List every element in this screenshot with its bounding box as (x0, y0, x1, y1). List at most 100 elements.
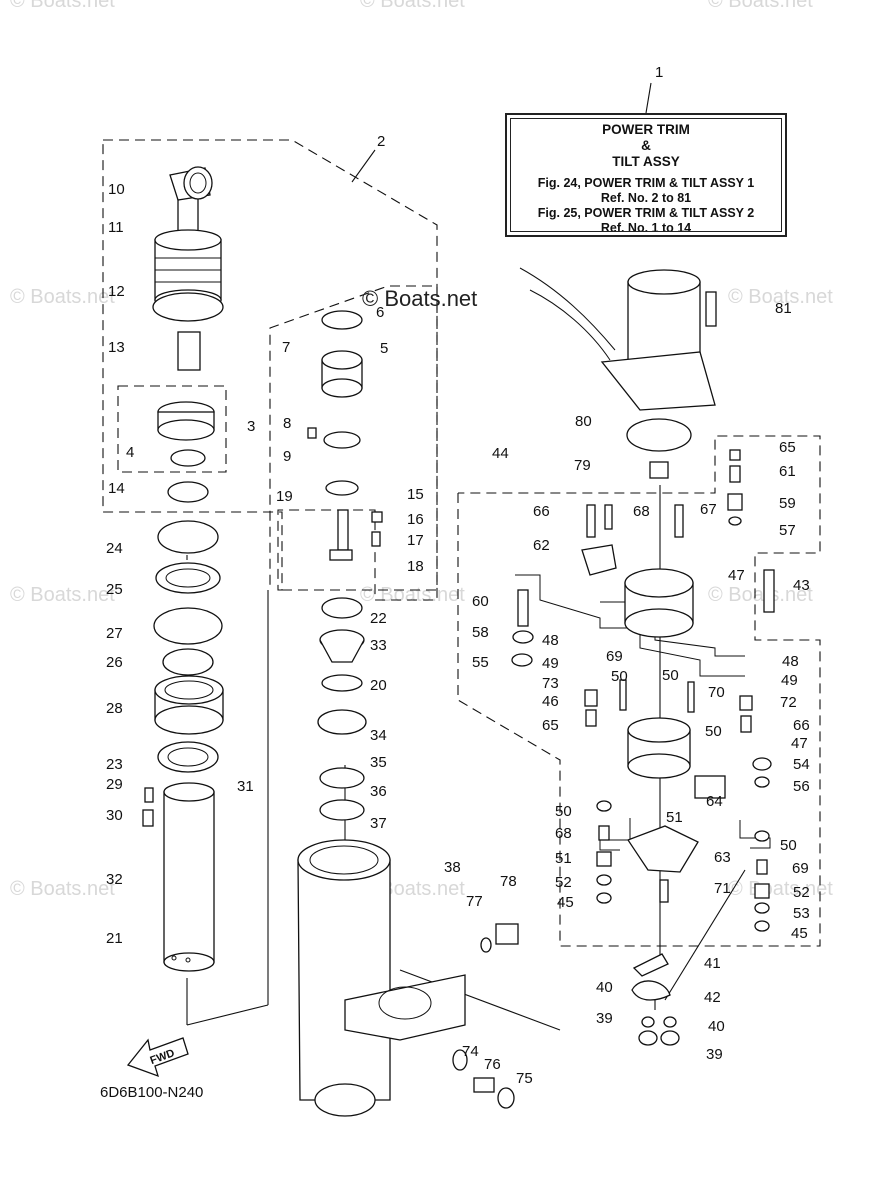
part-73-o-ring (452, 1049, 468, 1071)
part-62-gear-pump (627, 717, 691, 779)
group-2-outline (102, 139, 438, 601)
part-5-valve-body (321, 350, 363, 398)
part-number-label: 19 (276, 488, 293, 505)
part-number-label: 59 (779, 495, 796, 512)
fwd-arrow-icon: FWD (126, 1037, 189, 1078)
part-number-label: 62 (533, 537, 550, 554)
part-number-label: 45 (557, 894, 574, 911)
diagram-code: 6D6B100-N240 (100, 1084, 204, 1101)
watermark: © Boats.net (360, 0, 465, 12)
part-6-o-ring (321, 310, 363, 330)
part-9-plate (323, 431, 361, 449)
part-number-label: 17 (407, 532, 424, 549)
part-number-label: 26 (106, 654, 123, 671)
part-number-label: 44 (492, 445, 509, 462)
part-number-label: 73 (542, 675, 559, 692)
part-22-o-ring (321, 597, 363, 619)
ref-fig2-range: Ref. No. 1 to 14 (600, 221, 692, 235)
group-44-outline (457, 435, 821, 947)
part-57-valve (512, 630, 534, 644)
part-number-label: 45 (791, 925, 808, 942)
part-50-ball (754, 830, 770, 842)
part-number-label: 39 (706, 1046, 723, 1063)
part-number-label: 46 (542, 693, 559, 710)
part-46-valve (584, 689, 598, 707)
part-54-plate (511, 653, 533, 667)
part-78-filter (649, 461, 669, 479)
part-14-o-ring (167, 481, 209, 503)
part-number-label: 47 (728, 567, 745, 584)
part-number-label: 28 (106, 700, 123, 717)
part-51-valve (596, 851, 612, 867)
ref-title-line3: TILT ASSY (612, 154, 680, 169)
part-number-label: 4 (126, 444, 134, 461)
part-61-bracket (581, 544, 617, 576)
part-69-pin (619, 679, 627, 711)
watermark: © Boats.net (708, 584, 813, 606)
part-13-rod (177, 331, 201, 371)
part-62-plate (627, 825, 699, 873)
part-number-label: 6 (376, 304, 384, 321)
watermark: © Boats.net (10, 878, 115, 900)
part-number-label: 71 (714, 880, 731, 897)
part-53-valve (752, 757, 772, 771)
part-number-label: 49 (781, 672, 798, 689)
part-31-ring (157, 741, 219, 773)
part-65-spring (740, 715, 752, 733)
part-71-valve (739, 695, 753, 711)
part-81-motor (519, 267, 716, 411)
part-number-label: 78 (500, 873, 517, 890)
part-number-label: 76 (484, 1056, 501, 1073)
part-40-o-ring (663, 1016, 677, 1028)
part-number-label: 37 (370, 815, 387, 832)
part-number-label: 8 (283, 415, 291, 432)
reference-box: POWER TRIM & TILT ASSY Fig. 24, POWER TR… (505, 113, 787, 237)
part-number-label: 1 (655, 64, 663, 81)
part-36-o-ring (319, 767, 365, 789)
part-number-label: 54 (793, 756, 810, 773)
part-number-label: 69 (792, 860, 809, 877)
part-number-label: 56 (793, 778, 810, 795)
ref-title-line2: & (641, 138, 651, 153)
part-10-pivot-pipe (169, 166, 213, 236)
part-65-spring (585, 709, 597, 727)
part-number-label: 25 (106, 581, 123, 598)
part-59-spring (517, 589, 529, 627)
part-79-o-ring (626, 418, 692, 452)
part-number-label: 23 (106, 756, 123, 773)
part-number-label: 50 (662, 667, 679, 684)
ref-fig1-range: Ref. No. 2 to 81 (600, 191, 692, 205)
part-25-backup-ring (155, 562, 221, 594)
part-number-label: 49 (542, 655, 559, 672)
part-64-plug (729, 449, 741, 461)
part-number-label: 51 (666, 809, 683, 826)
part-74-clip (497, 1087, 515, 1109)
part-3-piston (157, 401, 215, 441)
part-number-label: 50 (780, 837, 797, 854)
part-number-label: 58 (472, 624, 489, 641)
part-34-valve (317, 709, 367, 735)
part-20-circlip (321, 674, 363, 692)
part-number-label: 50 (555, 803, 572, 820)
part-68-spring (598, 825, 610, 841)
part-number-label: 18 (407, 558, 424, 575)
part-8-pin (307, 427, 317, 439)
part-number-label: 80 (575, 413, 592, 430)
part-77-plug (495, 923, 519, 945)
part-69-pin (687, 681, 695, 713)
part-number-label: 39 (596, 1010, 613, 1027)
part-39-seal (638, 1030, 658, 1046)
watermark: © Boats.net (10, 584, 115, 606)
part-number-label: 52 (555, 874, 572, 891)
part-70-filter (659, 879, 669, 903)
part-number-label: 12 (108, 283, 125, 300)
watermark: © Boats.net (728, 878, 833, 900)
part-number-label: 52 (793, 884, 810, 901)
part-number-label: 81 (775, 300, 792, 317)
part-number-label: 11 (108, 219, 124, 236)
watermark: © Boats.net (708, 0, 813, 12)
part-39-seal (660, 1030, 680, 1046)
part-number-label: 43 (793, 577, 810, 594)
part-number-label: 47 (791, 735, 808, 752)
